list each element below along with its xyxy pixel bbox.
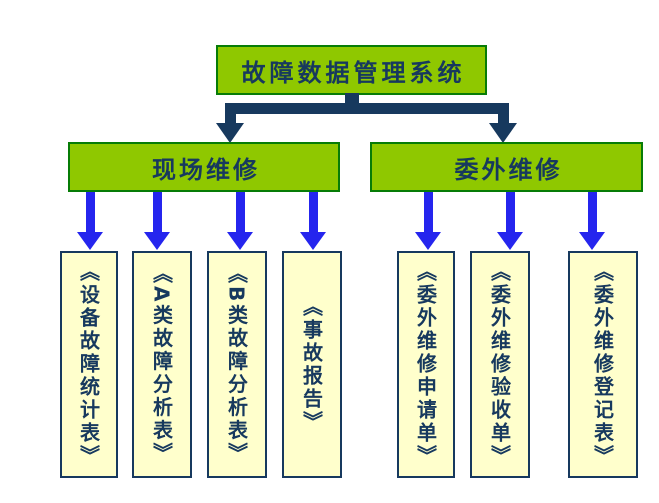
connector-crossbar [225,103,509,114]
arrow-head [227,232,253,250]
arrow-stem [505,192,515,232]
arrow-head [77,232,103,250]
down-arrow-icon [579,192,605,250]
arrow-head [579,232,605,250]
doc-node-outsourced-repair-registration: 《委外维修登记表》 [568,251,638,478]
down-arrow-icon [415,192,441,250]
branch-node-label: 现场维修 [152,155,260,184]
arrow-head [497,232,523,250]
down-arrow-icon [497,192,523,250]
branch-node-onsite: 现场维修 [68,142,340,192]
arrow-head [415,232,441,250]
doc-node-accident-report: 《事故报告》 [282,251,342,478]
down-arrow-icon [216,123,244,143]
connector-trunk [345,93,359,105]
doc-node-outsourced-repair-acceptance: 《委外维修验收单》 [470,251,530,478]
down-arrow-icon [77,192,103,250]
down-arrow-icon [489,123,517,143]
root-node-box: 故障数据管理系统 [216,45,487,95]
branch-node-label: 委外维修 [454,155,563,184]
connector-right-stem [498,112,509,125]
connector-left-stem [225,112,236,125]
doc-node-equipment-fault-stats: 《设备故障统计表》 [60,251,118,478]
doc-node-class-b-fault-analysis: 《B类故障分析表》 [207,251,267,478]
down-arrow-icon [227,192,253,250]
doc-node-outsourced-repair-application: 《委外维修申请单》 [397,251,455,478]
arrow-head [300,232,326,250]
down-arrow-icon [300,192,326,250]
arrow-stem [85,192,95,232]
arrow-stem [423,192,433,232]
doc-node-class-a-fault-analysis: 《A类故障分析表》 [132,251,192,478]
root-node-label: 故障数据管理系统 [241,58,466,87]
down-arrow-icon [144,192,170,250]
arrow-stem [587,192,597,232]
arrow-head [144,232,170,250]
arrow-stem [308,192,318,232]
branch-node-outsourced: 委外维修 [370,142,643,192]
arrow-stem [152,192,162,232]
arrow-stem [235,192,245,232]
